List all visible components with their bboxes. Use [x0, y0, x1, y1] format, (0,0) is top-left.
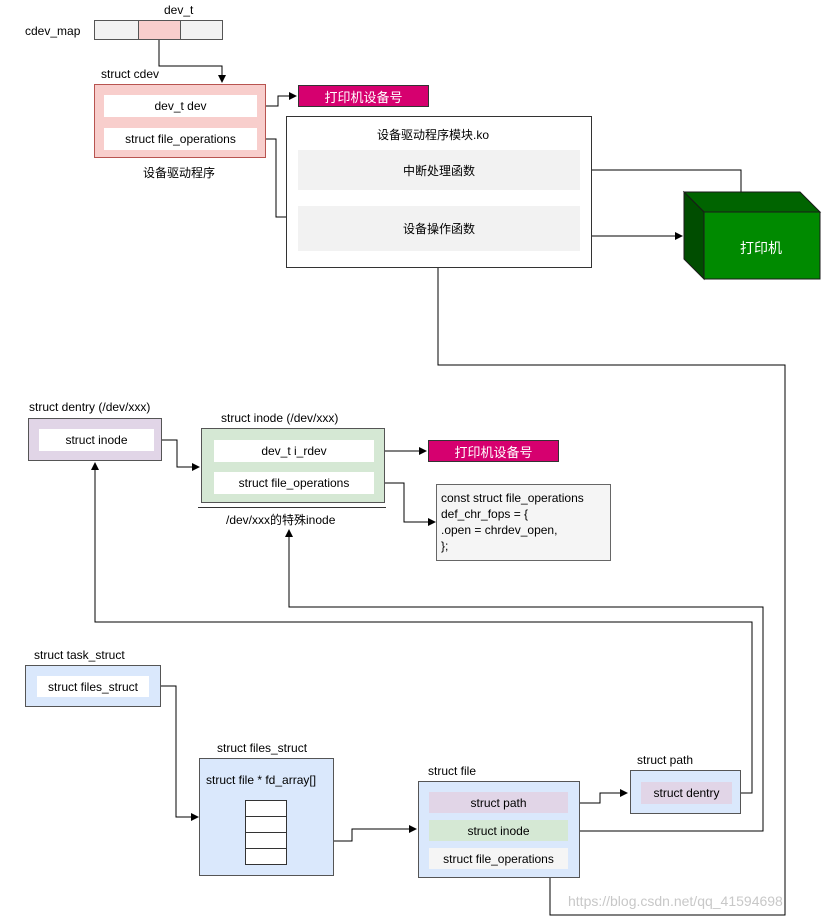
- dentry-title: struct dentry (/dev/xxx): [29, 400, 151, 414]
- printer-cube: [682, 190, 822, 281]
- cdev-title: struct cdev: [101, 67, 160, 81]
- task-struct-title: struct task_struct: [34, 648, 125, 662]
- def-chr-fops-line: def_chr_fops = {: [441, 507, 529, 521]
- task-field-files: struct files_struct: [37, 676, 149, 697]
- dentry-field-inode: struct inode: [39, 429, 154, 451]
- driver-module-title: 设备驱动程序模块.ko: [377, 128, 490, 142]
- cdev-field-fops: struct file_operations: [104, 128, 257, 150]
- fd-slot: [245, 832, 287, 849]
- inode-devno-tag: 打印机设备号: [428, 440, 559, 462]
- def-chr-fops-line: const struct file_operations: [441, 491, 584, 505]
- inode-field-fops: struct file_operations: [214, 472, 374, 494]
- watermark: https://blog.csdn.net/qq_41594698: [568, 893, 783, 909]
- file-field-inode: struct inode: [429, 820, 568, 841]
- arrow-path-dentry-to-dentry: [91, 462, 753, 794]
- inode-caption: /dev/xxx的特殊inode: [226, 513, 336, 527]
- file-field-path: struct path: [429, 792, 568, 813]
- files-struct-title: struct files_struct: [217, 741, 308, 755]
- path-title: struct path: [637, 753, 694, 767]
- inode-title: struct inode (/dev/xxx): [221, 411, 339, 425]
- file-title: struct file: [428, 764, 477, 778]
- cdev-map-cell: [180, 20, 223, 40]
- arrow-dentry-to-inode: [155, 439, 200, 471]
- arrow-ops-to-printer: [579, 230, 683, 240]
- arrow-file-fops-to-ops: [434, 251, 786, 916]
- printer-label: 打印机: [740, 240, 782, 256]
- cdev-map-label: cdev_map: [25, 24, 81, 38]
- printer-devno-tag: 打印机设备号: [298, 85, 429, 107]
- inode-field-rdev: dev_t i_rdev: [214, 440, 374, 462]
- arrow-file-path-to-path: [568, 789, 628, 804]
- files-field-fd-array: struct file * fd_array[]: [206, 773, 317, 787]
- def-chr-fops-box: const struct file_operations def_chr_fop…: [436, 484, 611, 561]
- dev-t-label: dev_t: [164, 3, 194, 17]
- fd-slot: [245, 816, 287, 833]
- inode-underline: [198, 507, 386, 508]
- fd-slot: [245, 848, 287, 865]
- arrow-inode-fops-to-defchr: [374, 482, 436, 526]
- arrow-cdev-dev-to-tag: [265, 92, 297, 107]
- fd-slot: [245, 800, 287, 817]
- file-field-fops: struct file_operations: [429, 848, 568, 869]
- arrow-task-to-files: [154, 685, 199, 821]
- arrow-printer-to-interrupt: [581, 166, 742, 192]
- cdev-map-cell-dev-t: [138, 20, 181, 40]
- path-field-dentry: struct dentry: [641, 782, 732, 804]
- cdev-caption: 设备驱动程序: [143, 166, 216, 180]
- def-chr-fops-line: };: [441, 539, 449, 553]
- cdev-map-cell: [94, 20, 139, 40]
- arrow-map-to-cdev: [158, 40, 226, 83]
- device-ops: 设备操作函数: [298, 206, 580, 251]
- def-chr-fops-line: .open = chrdev_open,: [441, 523, 558, 537]
- cdev-field-dev: dev_t dev: [104, 95, 257, 117]
- arrow-file-inode-to-inode: [285, 529, 764, 832]
- interrupt-handler: 中断处理函数: [298, 150, 580, 190]
